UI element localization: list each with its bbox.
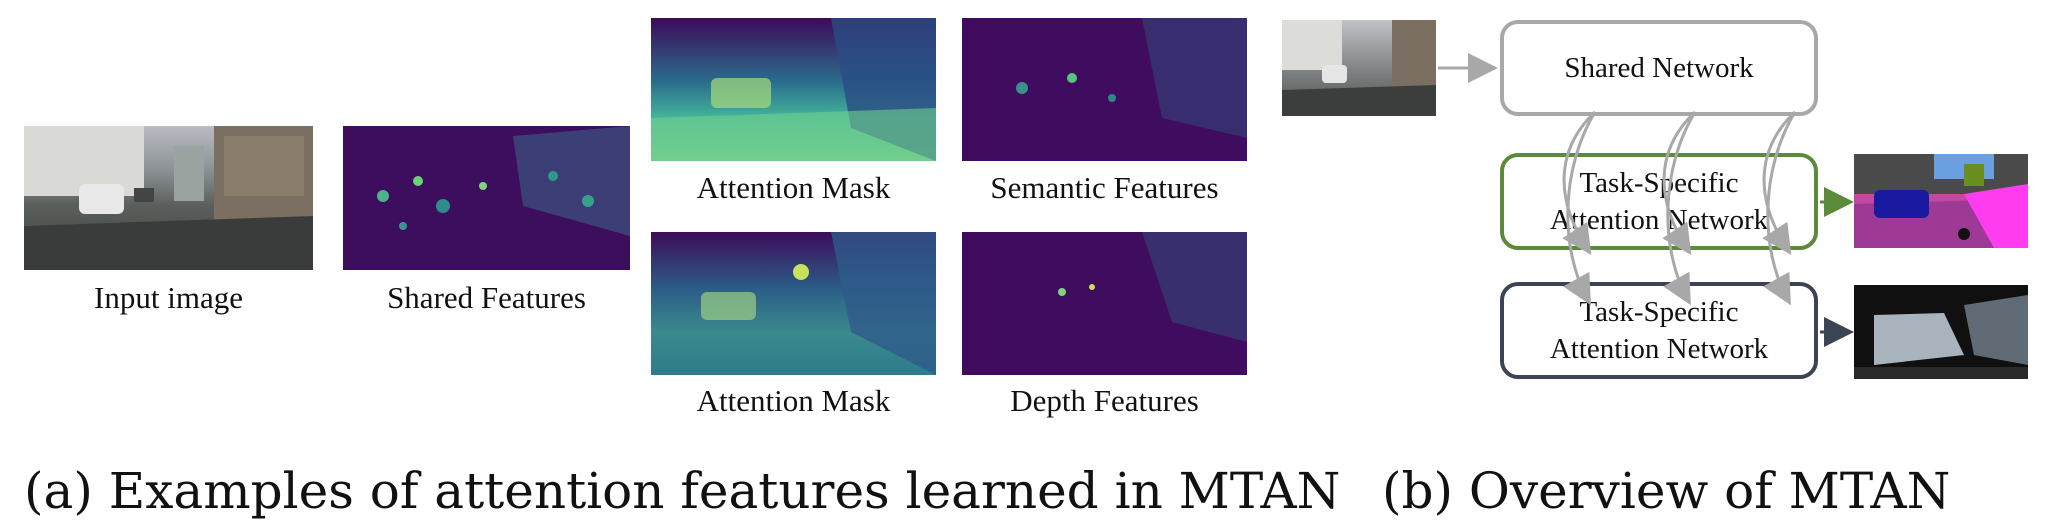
task-attention-text-2: Task-Specific Attention Network <box>1550 294 1768 368</box>
depth-features-label: Depth Features <box>1010 383 1199 418</box>
panel-a: Input image Shared Features Attention Ma… <box>24 18 1340 520</box>
shared-features-image <box>343 126 630 270</box>
attention-mask-label-1: Attention Mask <box>696 170 891 205</box>
task-attention-line-2a: Task-Specific <box>1579 295 1739 328</box>
input-image <box>24 126 313 270</box>
shared-to-task-curves <box>1562 110 1797 306</box>
depth-map <box>1854 295 2028 379</box>
depth-features-map <box>1058 232 1247 342</box>
depth-features-image <box>962 232 1247 375</box>
task-attention-line-2b: Attention Network <box>1549 332 1769 365</box>
attention-mask-image-1 <box>651 18 936 161</box>
shared-features-label: Shared Features <box>387 280 586 315</box>
attention-mask-label-2: Attention Mask <box>696 383 891 418</box>
segmentation-map <box>1854 154 2028 248</box>
overview-input-image <box>1282 20 1436 116</box>
semantic-features-map <box>1016 18 1247 138</box>
attention-mask-image-2 <box>651 232 936 375</box>
depth-output-image <box>1854 285 2028 379</box>
segmentation-output-image <box>1854 154 2028 248</box>
shared-network-label: Shared Network <box>1564 51 1754 84</box>
shared-network-box: Shared Network <box>1500 20 1818 116</box>
shared-features-map <box>343 126 630 270</box>
attention-mask-map-1 <box>651 18 936 161</box>
street-scene <box>24 126 313 270</box>
overview-street-scene <box>1282 20 1436 116</box>
task-attention-line-1a: Task-Specific <box>1579 166 1739 199</box>
panel-b: Shared Network Task-Specific Attention N… <box>1270 0 2066 532</box>
caption-a: (a) Examples of attention features learn… <box>24 462 1341 520</box>
caption-b: (b) Overview of MTAN <box>1382 462 1951 520</box>
input-image-label: Input image <box>94 280 243 315</box>
arrows-overlay <box>1438 53 1854 347</box>
semantic-features-image <box>962 18 1247 161</box>
task-attention-box-2: Task-Specific Attention Network <box>1500 282 1818 379</box>
task-attention-text-1: Task-Specific Attention Network <box>1550 165 1768 239</box>
attention-mask-map-2 <box>701 232 936 375</box>
semantic-features-label: Semantic Features <box>990 170 1219 205</box>
